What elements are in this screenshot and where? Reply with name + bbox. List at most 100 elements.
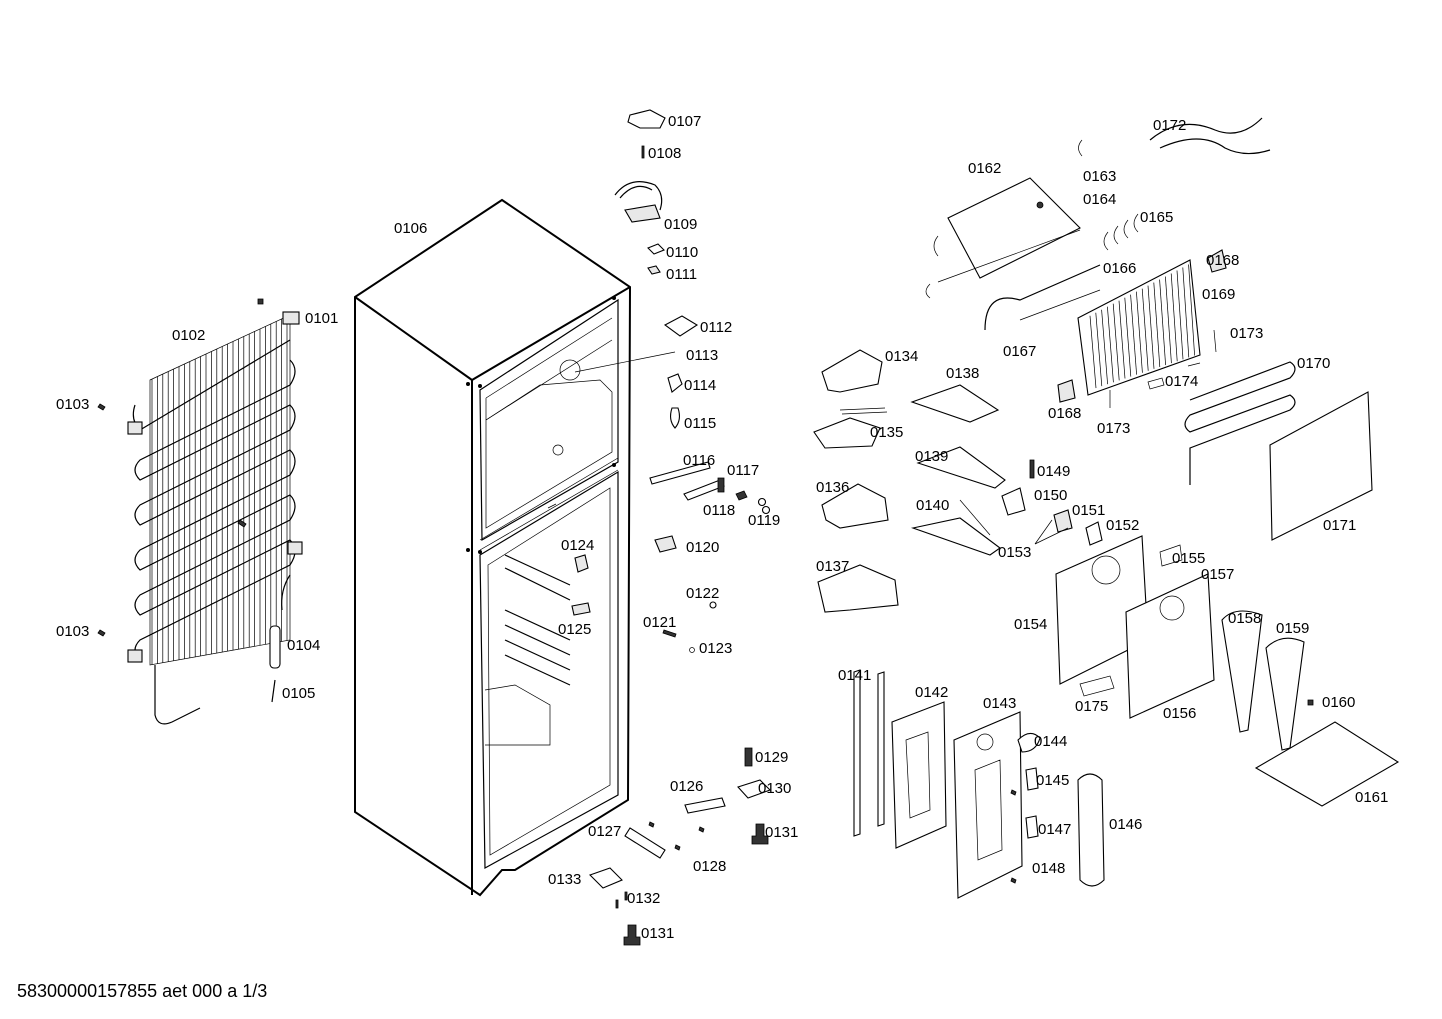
callout-label: 0124 <box>561 537 594 554</box>
lamp-holder-part <box>1025 815 1039 839</box>
bottom-hinge-part <box>737 779 771 799</box>
callout-label: 0150 <box>1034 487 1067 504</box>
callout-label: 0136 <box>816 479 849 496</box>
inner-panel-part <box>891 701 947 849</box>
callout-label: 0116 <box>683 452 715 469</box>
housing-part <box>813 417 881 449</box>
thermostat-part <box>1053 509 1073 533</box>
callout-label: 0157 <box>1201 566 1234 583</box>
washer-part <box>647 243 665 255</box>
callout-label: 0169 <box>1202 286 1235 303</box>
callout-label: 0117 <box>727 462 759 479</box>
callout-label: 0168 <box>1206 252 1239 269</box>
callout-label: 0145 <box>1036 772 1069 789</box>
foot-part <box>623 924 641 946</box>
callout-label: 0146 <box>1109 816 1142 833</box>
bracket-part <box>624 827 666 859</box>
callout-label: 0102 <box>172 327 205 344</box>
heater-plate-part <box>1269 391 1373 541</box>
evaporator-cover-part <box>947 177 1081 279</box>
callout-label: 0106 <box>394 220 427 237</box>
foot-part <box>751 823 769 845</box>
cover-plate-part <box>588 867 623 889</box>
callout-label: 0137 <box>816 558 849 575</box>
trim-strip-part <box>853 669 861 837</box>
lamp-part <box>669 407 681 429</box>
callout-label: 0135 <box>870 424 903 441</box>
callout-label: 0149 <box>1037 463 1070 480</box>
callout-label: 0134 <box>885 348 918 365</box>
callout-label: 0162 <box>968 160 1001 177</box>
light-cover-part <box>1077 773 1105 887</box>
callout-label: 0152 <box>1106 517 1139 534</box>
inner-panel-part <box>953 711 1023 899</box>
housing-part <box>821 349 883 393</box>
clip-part <box>654 535 677 553</box>
air-duct-part <box>1221 610 1263 733</box>
duct-part <box>910 517 1001 556</box>
callout-label: 0105 <box>282 685 315 702</box>
callout-label: 0171 <box>1323 517 1356 534</box>
cover-plate-part <box>1254 721 1400 807</box>
door-stop-part <box>684 797 726 814</box>
screw-part <box>744 747 753 767</box>
lamp-holder-part <box>1025 767 1039 791</box>
callout-label: 0172 <box>1153 117 1186 134</box>
callout-label: 0101 <box>305 310 338 327</box>
callout-label: 0118 <box>703 502 735 519</box>
air-duct-part <box>1265 637 1305 751</box>
callout-label: 0174 <box>1165 373 1198 390</box>
callout-label: 0113 <box>686 347 718 364</box>
drier-part <box>269 625 281 703</box>
callout-label: 0139 <box>915 448 948 465</box>
callout-label: 0119 <box>748 512 780 529</box>
duct-part <box>910 384 1000 423</box>
callout-label: 0131 <box>641 925 674 942</box>
callout-label: 0111 <box>666 266 697 283</box>
callout-label: 0140 <box>916 497 949 514</box>
callout-label: 0121 <box>643 614 676 631</box>
callout-label: 0109 <box>664 216 697 233</box>
control-panel-part <box>1125 573 1215 719</box>
bushing-part <box>647 265 661 275</box>
callout-label: 0170 <box>1297 355 1330 372</box>
callout-label: 0168 <box>1048 405 1081 422</box>
callout-label: 0158 <box>1228 610 1261 627</box>
screw-part <box>662 629 677 638</box>
housing-part <box>821 483 889 529</box>
callout-label: 0120 <box>686 539 719 556</box>
callout-label: 0161 <box>1355 789 1388 806</box>
duct-part <box>916 446 1006 489</box>
callout-label: 0128 <box>693 858 726 875</box>
callout-label: 0148 <box>1032 860 1065 877</box>
callout-label: 0133 <box>548 871 581 888</box>
callout-label: 0104 <box>287 637 320 654</box>
bracket-part <box>649 461 771 515</box>
callout-label: 0110 <box>666 244 698 261</box>
callout-label: 0159 <box>1276 620 1309 637</box>
callout-label: 0127 <box>588 823 621 840</box>
callout-label: 0166 <box>1103 260 1136 277</box>
callout-label: 0160 <box>1322 694 1355 711</box>
callout-label: 0154 <box>1014 616 1047 633</box>
callout-label: 0103 <box>56 396 89 413</box>
lamp-holder-part <box>667 373 683 393</box>
callout-label: 0155 <box>1172 550 1205 567</box>
callout-label: 0144 <box>1034 733 1067 750</box>
callout-label: 0131 <box>765 824 798 841</box>
top-hinge-part <box>614 181 663 223</box>
callout-label: 0163 <box>1083 168 1116 185</box>
callout-label: 0164 <box>1083 191 1116 208</box>
callout-label: 0107 <box>668 113 701 130</box>
housing-part <box>817 564 899 613</box>
callout-label: 0141 <box>838 667 871 684</box>
callout-label: 0114 <box>684 377 716 394</box>
callout-label: 0156 <box>1163 705 1196 722</box>
shelf-support-part <box>571 602 591 616</box>
callout-label: 0138 <box>946 365 979 382</box>
hinge-cover-part <box>627 109 666 129</box>
callout-label: 0123 <box>699 640 732 657</box>
callout-label: 0126 <box>670 778 703 795</box>
callout-label: 0175 <box>1075 698 1108 715</box>
